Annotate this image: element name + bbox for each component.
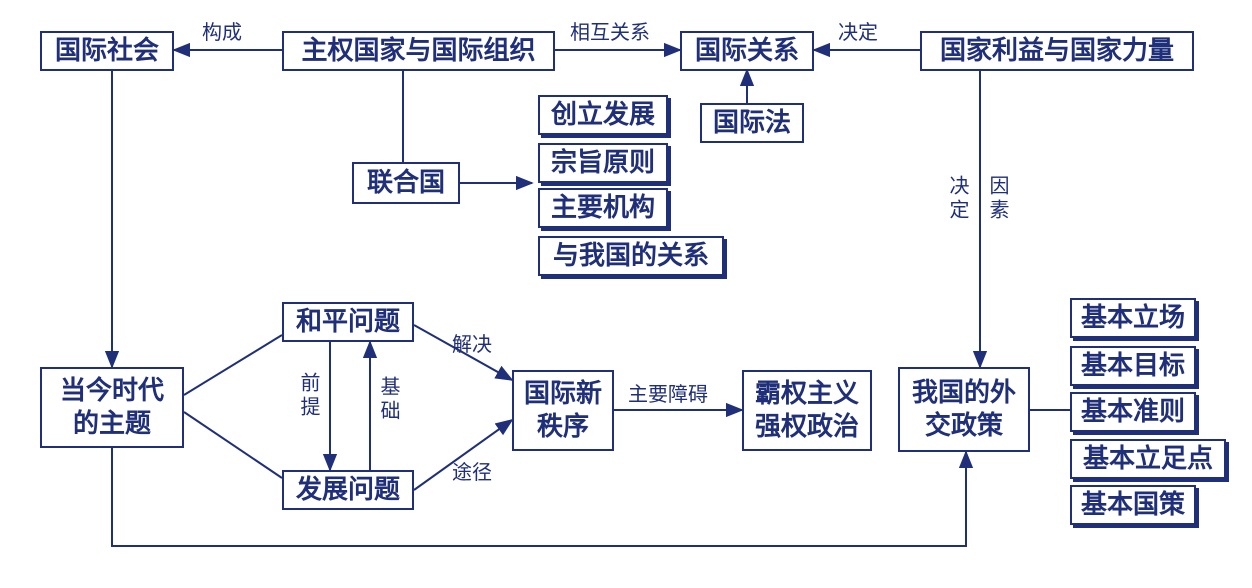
node-lizudian: 基本立足点 [1070, 439, 1226, 479]
node-zhunze: 基本准则 [1070, 392, 1196, 432]
label-yinsu: 因素 [986, 175, 1010, 223]
node-fazhan: 发展问题 [282, 470, 414, 510]
edge-tujing [413, 418, 514, 491]
label-jueding-v: 决定 [946, 175, 970, 223]
edge-dangjin-fazhan [183, 411, 283, 479]
node-baquan: 霸权主义 强权政治 [742, 370, 872, 451]
label-xianghu: 相互关系 [570, 20, 650, 44]
node-mubiao: 基本目标 [1070, 346, 1196, 386]
node-dangjin: 当今时代 的主题 [40, 367, 184, 448]
label-tujing: 途径 [452, 460, 492, 484]
label-qianti: 前提 [297, 372, 321, 420]
label-zhangai: 主要障碍 [628, 382, 708, 406]
node-waijiao: 我国的外 交政策 [898, 367, 1030, 452]
node-xinzhixu: 国际新 秩序 [512, 370, 614, 451]
node-zhuquanguojia: 主权国家与国际组织 [282, 31, 555, 71]
label-goucheng: 构成 [202, 20, 242, 44]
node-guoce: 基本国策 [1070, 485, 1196, 525]
node-guojialiyi: 国家利益与国家力量 [920, 31, 1194, 71]
node-guojishehui: 国际社会 [40, 31, 174, 71]
node-zongzhi: 宗旨原则 [538, 143, 668, 183]
node-heping: 和平问题 [282, 302, 414, 342]
edge-dangjin-heping [183, 334, 283, 396]
node-zhuyaojigou: 主要机构 [538, 188, 668, 228]
node-yuwoguo: 与我国的关系 [538, 236, 724, 276]
label-jichu: 基础 [377, 376, 401, 424]
edge-bottom-loop [111, 448, 974, 547]
node-lianheguo: 联合国 [352, 162, 460, 204]
node-lichang: 基本立场 [1070, 298, 1196, 338]
node-guojiguanxi: 国际关系 [680, 31, 814, 71]
label-jiejue: 解决 [452, 332, 492, 356]
node-guojifa: 国际法 [700, 103, 804, 143]
label-jueding-top: 决定 [838, 20, 878, 44]
edge-jiejue [413, 324, 514, 381]
node-chuangli: 创立发展 [538, 95, 668, 135]
